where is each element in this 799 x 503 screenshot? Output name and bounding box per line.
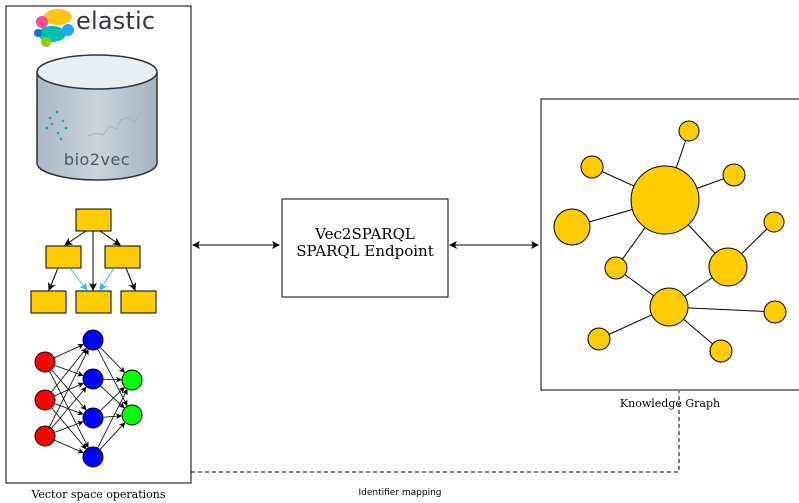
vec2sparql-box: [281, 198, 449, 298]
nn-edge: [99, 346, 126, 373]
bio2vec-database-icon: [36, 54, 158, 181]
nn-edge: [51, 386, 87, 429]
nn-output-node: [121, 404, 143, 426]
nn-input-node: [34, 425, 56, 447]
nn-edge: [54, 420, 84, 433]
elastic-logo-icon: [34, 9, 74, 47]
neural-network-icon: [34, 329, 143, 468]
nn-hidden-node: [82, 368, 104, 390]
signal-line-icon: [87, 113, 141, 137]
identifier-mapping-connector: [191, 391, 680, 473]
nn-edge: [102, 413, 123, 420]
nn-edge: [53, 343, 84, 359]
nn-output-node: [121, 369, 143, 391]
nn-input-node: [34, 351, 56, 373]
nn-edge: [54, 403, 84, 416]
nn-edge: [49, 348, 89, 428]
nn-edge: [50, 347, 87, 393]
knowledge-graph-caption: Knowledge Graph: [619, 397, 721, 410]
nn-edge: [51, 407, 87, 450]
nn-edge: [99, 386, 125, 412]
knowledge-graph-icon: [553, 120, 787, 363]
nn-edge: [100, 385, 125, 409]
right-panel-frame: [540, 98, 799, 391]
nn-hidden-node: [82, 446, 104, 468]
left-panel-frame: [5, 5, 192, 484]
vector-space-caption: Vector space operations: [31, 488, 166, 501]
bio2vec-label: bio2vec: [63, 150, 131, 169]
nn-hidden-node: [82, 329, 104, 351]
vec2sparql-title: Vec2SPARQL: [315, 225, 415, 243]
elastic-logo-text: elastic: [76, 7, 156, 35]
nn-input-node: [34, 389, 56, 411]
hierarchy-tree-icon: [30, 208, 157, 314]
vec2sparql-box-text: Vec2SPARQL SPARQL Endpoint: [282, 226, 448, 260]
nn-edge: [97, 388, 128, 449]
sparql-endpoint-title: SPARQL Endpoint: [296, 242, 434, 260]
identifier-mapping-label: Identifier mapping: [358, 488, 442, 498]
nn-edge: [54, 439, 84, 454]
nn-hidden-node: [82, 407, 104, 429]
scatter-dots-icon: [45, 110, 68, 141]
nn-edge: [97, 348, 128, 407]
nn-edge: [99, 422, 126, 450]
